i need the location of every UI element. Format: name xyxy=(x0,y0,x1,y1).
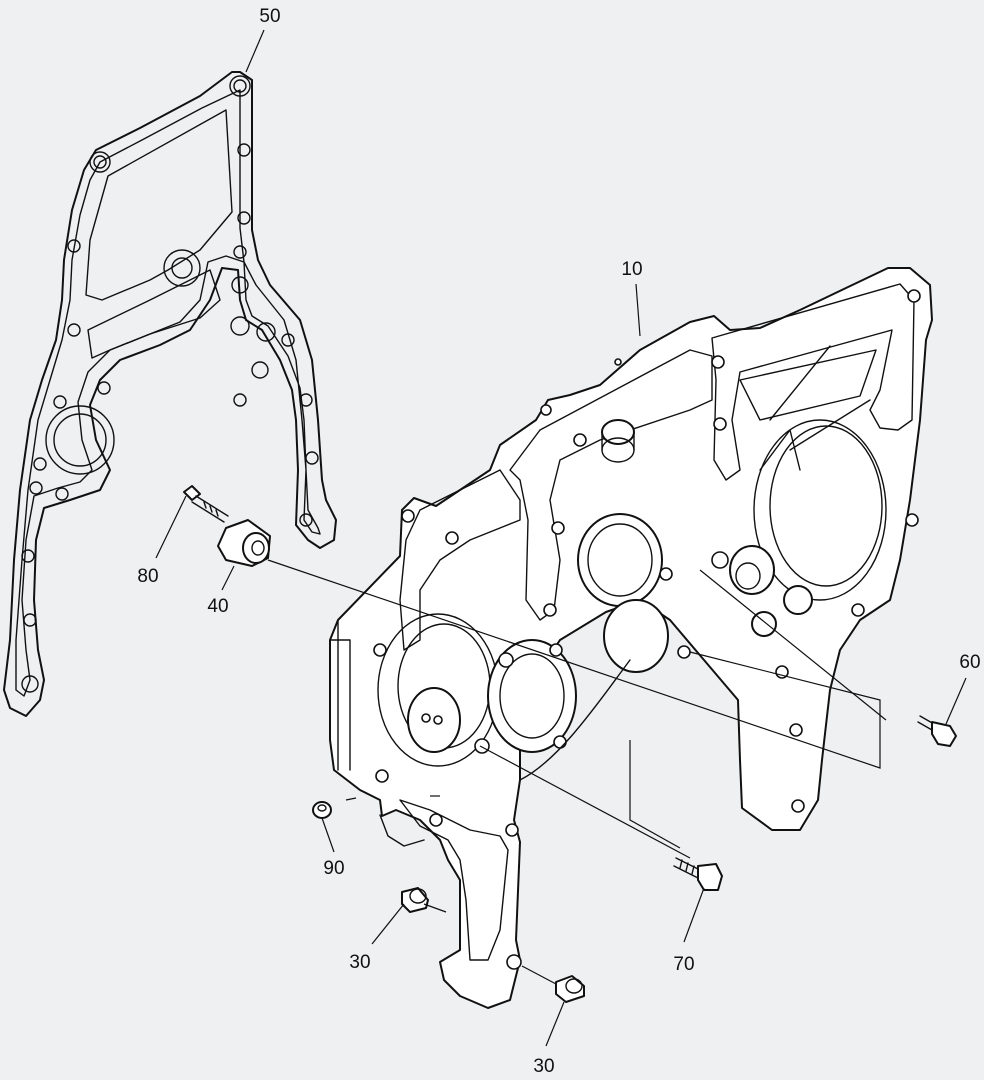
callout-30-lower: 30 xyxy=(533,1056,554,1077)
dowel-part-30-upper xyxy=(401,887,429,913)
callout-60: 60 xyxy=(959,652,980,673)
callout-70: 70 xyxy=(673,954,694,975)
dowel-part-30-lower xyxy=(555,975,585,1003)
front-cover-part-10 xyxy=(329,267,933,1009)
plug-part-90 xyxy=(312,801,332,819)
callout-90: 90 xyxy=(323,858,344,879)
callout-30-upper: 30 xyxy=(349,952,370,973)
callout-40: 40 xyxy=(207,596,228,617)
bolt-part-70 xyxy=(673,857,723,891)
callout-10: 10 xyxy=(621,259,642,280)
bolt-part-80 xyxy=(183,485,229,523)
bushing-part-40 xyxy=(217,519,271,567)
bolt-part-60 xyxy=(917,715,957,747)
callout-pointers xyxy=(155,29,967,1047)
assembly-lines xyxy=(267,559,887,985)
gasket-part-50 xyxy=(3,71,337,717)
callout-50: 50 xyxy=(259,6,280,27)
callout-80: 80 xyxy=(137,566,158,587)
